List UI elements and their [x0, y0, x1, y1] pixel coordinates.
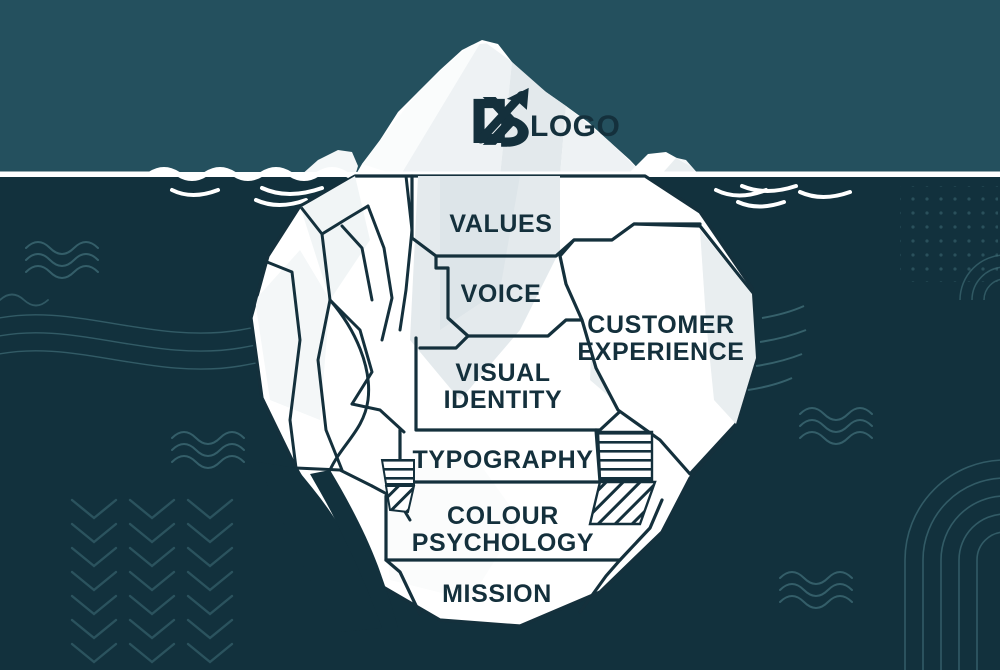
wave-squiggle-pattern: [25, 241, 873, 609]
label-voice: VOICE: [461, 280, 542, 308]
svg-text:COLOUR: COLOUR: [447, 502, 559, 530]
iceberg-left-shadow: [258, 462, 398, 632]
svg-text:PSYCHOLOGY: PSYCHOLOGY: [412, 529, 594, 557]
left-wave-squiggle: [0, 293, 49, 307]
hatch-block-small: [380, 459, 416, 514]
label-logo: LOGO: [530, 110, 620, 143]
arrow-b-logo-icon: [473, 87, 529, 147]
svg-text:CUSTOMER: CUSTOMER: [587, 311, 734, 339]
ice-crack-lines: [260, 176, 414, 522]
hatch-block-horizontal: [596, 430, 654, 482]
svg-text:EXPERIENCE: EXPERIENCE: [577, 338, 744, 366]
label-mission: MISSION: [442, 580, 552, 608]
chevron-pattern: [70, 498, 234, 664]
label-customer-experience: CUSTOMER EXPERIENCE: [577, 311, 744, 366]
svg-text:IDENTITY: IDENTITY: [444, 386, 563, 414]
dot-grid-pattern: [900, 186, 998, 282]
customer-experience-facet: [558, 222, 758, 476]
hatch-block-diagonal: [588, 480, 657, 526]
iceberg-below-water: [249, 174, 807, 632]
label-values: VALUES: [449, 210, 552, 238]
label-typography: TYPOGRAPHY: [412, 446, 593, 474]
svg-text:VISUAL: VISUAL: [455, 359, 550, 387]
right-water-streaks: [747, 305, 807, 391]
label-visual-identity: VISUAL IDENTITY: [444, 359, 563, 414]
label-colour-psychology: COLOUR PSYCHOLOGY: [412, 502, 594, 557]
